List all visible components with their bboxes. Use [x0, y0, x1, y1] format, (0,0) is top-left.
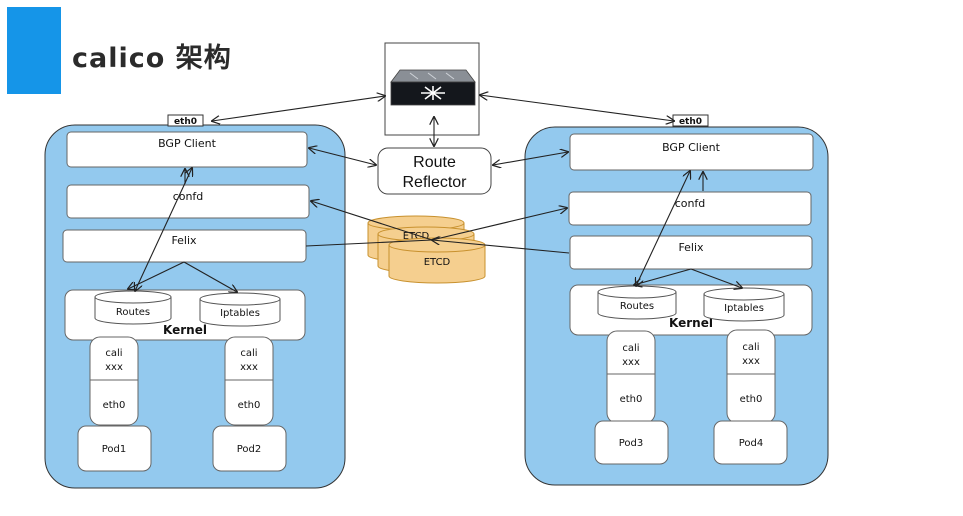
node-1-kernel-label: Kernel	[163, 323, 207, 337]
node-2-pod4-label: Pod4	[739, 438, 764, 449]
node-1-routes-label: Routes	[116, 307, 150, 318]
node-1-pod1-eth0: eth0	[103, 400, 126, 411]
node-1-routes-cylinder: Routes	[94, 290, 172, 325]
node-1-pod2-cali-line1: cali	[240, 348, 257, 359]
node-1-eth0-label: eth0	[174, 117, 197, 127]
node-2-eth0-label: eth0	[679, 117, 702, 127]
node-1-felix-label: Felix	[171, 234, 197, 247]
node-1-pod2-eth0: eth0	[238, 400, 261, 411]
felix1-etcd-link	[305, 239, 433, 247]
node-1-eth0-port	[167, 114, 204, 127]
node-2-kernel-label: Kernel	[669, 316, 713, 330]
switch-arrows-icon	[421, 86, 445, 100]
node-2: eth0 BGP Client confd Felix Kernel Route…	[524, 114, 829, 486]
node-2-felix-to-iptables-arrow	[690, 268, 742, 288]
node-2-routes-cylinder: Routes	[597, 285, 677, 320]
confd1-etcd-link	[311, 201, 433, 241]
etcd-cylinder-front: ETCD	[388, 237, 486, 284]
node-1: eth0 BGP Client confd Felix Kernel Route…	[44, 114, 346, 489]
title-accent-bar	[7, 7, 61, 94]
node-2-routes-label: Routes	[620, 301, 654, 312]
reflector-bgp2-link	[493, 152, 568, 165]
node-2-pod4-eth0: eth0	[740, 394, 763, 405]
node-2-pod4-cali-line1: cali	[742, 342, 759, 353]
etcd-felix2-link	[432, 240, 570, 254]
etcd-front-label: ETCD	[424, 257, 451, 268]
node-2-confd-label: confd	[675, 197, 706, 210]
route-reflector	[377, 147, 492, 195]
node-1-pod1-cali-line2: xxx	[105, 362, 123, 373]
etcd-top-label: ETCD	[403, 231, 430, 242]
node-1-bgp-routes-arrow	[135, 168, 192, 291]
node-1-pod1-label: Pod1	[102, 444, 127, 455]
node-1-pod2-veth	[224, 336, 274, 426]
node-2-pod4-cali-line2: xxx	[742, 356, 760, 367]
node-2-iptables-cylinder: Iptables	[703, 287, 785, 322]
node-1-pod1	[77, 425, 152, 472]
node-1-iptables-label: Iptables	[220, 308, 260, 319]
etcd-cluster: ETCD ETCD	[367, 215, 486, 284]
node-2-pod3-cali-line2: xxx	[622, 357, 640, 368]
etcd-confd2-link	[431, 208, 567, 241]
route-reflector-line1: Route	[413, 154, 456, 171]
node-2-pod4	[713, 420, 788, 465]
eth0-switch-link-left	[212, 96, 385, 121]
node-2-felix-label: Felix	[678, 241, 704, 254]
node-1-bgp-client-label: BGP Client	[158, 137, 217, 150]
node-1-pod1-veth	[89, 336, 139, 426]
node-2-pod3	[594, 420, 669, 465]
node-2-bgp-client-label: BGP Client	[662, 141, 721, 154]
bgp1-reflector-link	[309, 148, 376, 165]
node-2-pod3-cali-line1: cali	[622, 343, 639, 354]
node-1-iptables-cylinder: Iptables	[199, 292, 281, 327]
node-1-pod2	[212, 425, 287, 472]
node-2-iptables-label: Iptables	[724, 303, 764, 314]
node-2-bgp-routes-arrow	[636, 171, 690, 286]
node-1-pod2-cali-line2: xxx	[240, 362, 258, 373]
node-1-pod1-cali-line1: cali	[105, 348, 122, 359]
page-title: calico 架构	[72, 43, 232, 74]
node-2-pod3-label: Pod3	[619, 438, 644, 449]
node-2-pod3-eth0: eth0	[620, 394, 643, 405]
node-1-pod2-label: Pod2	[237, 444, 262, 455]
route-reflector-line2: Reflector	[402, 174, 467, 191]
eth0-switch-link-right	[480, 95, 674, 121]
switch	[384, 42, 480, 136]
node-2-bgp-client	[569, 133, 814, 171]
